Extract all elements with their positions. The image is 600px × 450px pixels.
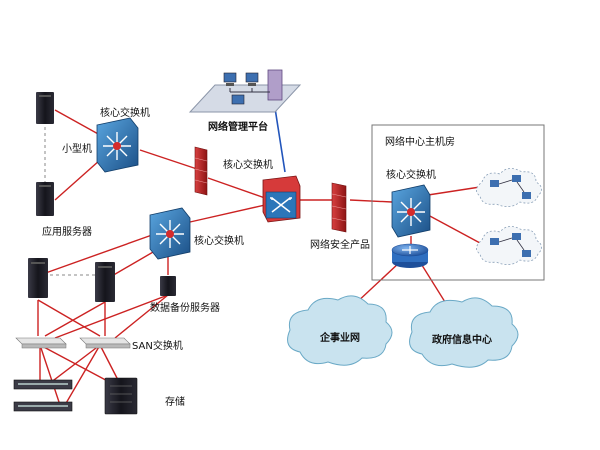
pc-icon [522, 250, 531, 257]
enterprise-cloud: 企事业网 [287, 295, 393, 366]
link-backup-san1 [54, 294, 169, 339]
enterprise-net-label: 企事业网 [319, 331, 360, 344]
pc-icon [490, 180, 499, 187]
link-backup-san2 [114, 294, 169, 339]
mgmt-platform-base [188, 84, 302, 113]
disk-array-2 [13, 401, 73, 412]
san-switch-1 [15, 337, 67, 349]
san-switch-label: SAN交换机 [132, 339, 183, 352]
link-san2-disk2 [64, 344, 101, 406]
mgmt-pc-3 [231, 94, 245, 105]
link-room-cloud-2 [427, 214, 481, 244]
mgmt-pc-2 [245, 72, 259, 86]
mgmt-pc-1 [223, 72, 237, 86]
mgmt-platform-label: 网络管理平台 [208, 120, 268, 133]
cloud-icon [476, 226, 542, 265]
core-switch-center [262, 175, 301, 223]
router [391, 243, 429, 268]
server-tower-icon [28, 258, 48, 298]
core-switch-top-label: 核心交换机 [100, 106, 150, 119]
server-tower-icon [36, 182, 54, 216]
backup-server [160, 276, 176, 296]
pc-cloud-1 [476, 168, 542, 207]
san-switch-2 [79, 337, 131, 349]
minicomputer-1 [36, 92, 54, 124]
core-switch-room-label: 核心交换机 [386, 168, 436, 181]
firewall-security [331, 182, 347, 233]
machine-room-label: 网络中心主机房 [385, 135, 455, 148]
storage-label: 存储 [165, 395, 185, 408]
storage-icon [104, 377, 138, 415]
mgmt-server-icon [267, 69, 283, 101]
firewall-icon [194, 146, 208, 196]
dashed-links [44, 115, 95, 276]
pc-icon [512, 233, 521, 240]
minicomputer-2 [36, 182, 54, 216]
link-core-top-minicomputer-2 [54, 159, 101, 201]
backup-server-label: 数据备份服务器 [150, 301, 220, 314]
cloud-icon [287, 295, 393, 366]
san-switch-icon [79, 337, 131, 345]
pc-cloud-2 [476, 226, 542, 265]
machine-room-box [371, 124, 545, 281]
security-product-label: 网络安全产品 [310, 238, 370, 251]
minicomputer-label: 小型机 [62, 142, 92, 155]
link-server1-san2 [37, 299, 101, 337]
link-core-top-minicomputer-1 [54, 109, 101, 136]
link-core-mid-server-1 [39, 234, 153, 276]
pc-icon [512, 175, 521, 182]
gov-center-label: 政府信息中心 [432, 333, 492, 346]
core-switch-mid-label: 核心交换机 [194, 234, 244, 247]
link-san2-storage [99, 344, 119, 381]
link-server2-san1 [44, 301, 106, 337]
link-san2-disk1 [49, 344, 101, 384]
app-server-2 [95, 262, 115, 302]
gov-cloud: 政府信息中心 [409, 297, 519, 368]
link-core-top-firewall [139, 149, 201, 171]
link-core-mid-center [189, 204, 266, 223]
disk-array-1 [13, 379, 73, 390]
link-mgmt-center [274, 107, 286, 173]
link-security-room-switch [349, 199, 393, 203]
cloud-icon [476, 168, 542, 207]
core-switch-center-label: 核心交换机 [223, 158, 273, 171]
links [37, 109, 481, 406]
pc-icon [490, 238, 499, 245]
app-server-1 [28, 258, 48, 298]
storage-unit [104, 377, 138, 415]
link-san1-disk2 [39, 344, 61, 406]
san-switch-icon [15, 337, 67, 345]
firewall-left [194, 146, 208, 196]
server-tower-icon [36, 92, 54, 124]
link-firewall-center [207, 177, 266, 199]
cloud-icon [409, 297, 519, 368]
core-switch-top [96, 117, 139, 173]
server-tower-icon [160, 276, 176, 296]
core-switch-mid [149, 207, 191, 260]
link-room-cloud-1 [427, 186, 481, 196]
link-san1-storage [39, 344, 116, 386]
server-tower-icon [95, 262, 115, 302]
pc-icon [522, 192, 531, 199]
core-switch-room [391, 184, 431, 238]
mgmt-platform: 网络管理平台 [188, 69, 302, 133]
app-servers-label: 应用服务器 [42, 225, 92, 238]
